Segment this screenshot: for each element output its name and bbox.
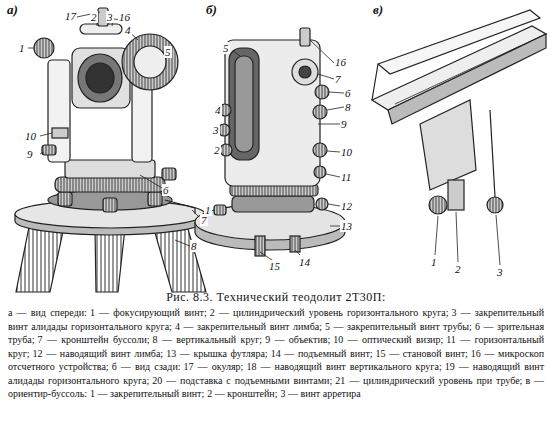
callout-number: 2: [90, 11, 98, 23]
callout-number: 8: [344, 101, 352, 113]
legend-item: 21 — цилиндрический уровень при трубе;: [335, 375, 522, 386]
callout-number: 9: [26, 148, 34, 160]
legend-item: 1 — фокусирующий винт;: [90, 307, 207, 318]
view-letter: в): [372, 4, 384, 16]
legend-item: 17 — окуляр;: [184, 361, 244, 372]
front-view: [15, 8, 206, 292]
legend-item: 7 — кронштейн буссоли;: [38, 334, 150, 345]
callout-number: 9: [340, 118, 348, 130]
callout-number: 10: [24, 130, 37, 142]
callout-number: 10: [340, 146, 353, 158]
callout-number: 3: [106, 11, 114, 23]
legend-item: 18 — наводящий винт вертикального круга;: [246, 361, 441, 372]
legend-item: 2 — кронштейн;: [207, 388, 277, 399]
callout-number: 17: [64, 10, 77, 22]
callout-number: 6: [162, 184, 170, 196]
compass-view: [372, 10, 546, 265]
callout-number: 5: [164, 46, 172, 58]
callout-number: 2: [213, 144, 221, 156]
callout-number: 15: [268, 260, 281, 272]
callout-number: 4: [214, 104, 222, 116]
legend-item: б — вид сзади:: [112, 361, 181, 372]
legend-item: 5 — закрепительный винт трубы;: [325, 321, 472, 332]
callout-number: 4: [124, 24, 132, 36]
callout-number: 1: [430, 256, 438, 268]
callout-number: 14: [298, 256, 311, 268]
view-letter: б): [205, 4, 218, 16]
legend-item: 13 — крышка футляра;: [166, 348, 267, 359]
legend-item: 14 — подъемный винт;: [271, 348, 373, 359]
callout-number: 1: [18, 42, 26, 54]
callout-number: 7: [334, 73, 342, 85]
legend-item: 4 — закрепительный винт лимба;: [175, 321, 322, 332]
callout-number: 5: [222, 42, 230, 54]
callout-number: 6: [344, 87, 352, 99]
legend-item: 2 — цилиндрический уровень горизонтально…: [210, 307, 449, 318]
callout-number: 8: [190, 240, 198, 252]
legend-item: 10 — оптический визир;: [333, 334, 443, 345]
callout-number: 12: [340, 200, 353, 212]
legend-item: 9 — объектив;: [265, 334, 330, 345]
callout-number: 3: [212, 124, 220, 136]
back-view: [195, 28, 345, 262]
legend-item: 12 — наводящий винт лимба;: [33, 348, 164, 359]
figure-caption: Рис. 8.3. Технический теодолит 2Т30П:: [0, 290, 552, 305]
legend-item: 15 — становой винт;: [376, 348, 468, 359]
callout-number: 1: [204, 204, 212, 216]
callout-number: 16: [334, 56, 347, 68]
callout-number: 13: [340, 220, 353, 232]
legend-item: 8 — вертикальный круг;: [153, 334, 263, 345]
callout-number: 3: [496, 266, 504, 278]
description-block: а — вид спереди:1 — фокусирующий винт;2 …: [8, 306, 544, 401]
callout-number: 11: [340, 171, 352, 183]
legend-item: 3 — винт арретира: [280, 388, 360, 399]
legend-item: 1 — закрепительный винт;: [90, 388, 204, 399]
callout-number: 2: [454, 263, 462, 275]
callout-number: 16: [118, 11, 131, 23]
view-letter: а): [6, 4, 19, 16]
legend-item: а — вид спереди:: [8, 307, 87, 318]
legend-item: 20 — подставка с подъемными винтами;: [152, 375, 332, 386]
